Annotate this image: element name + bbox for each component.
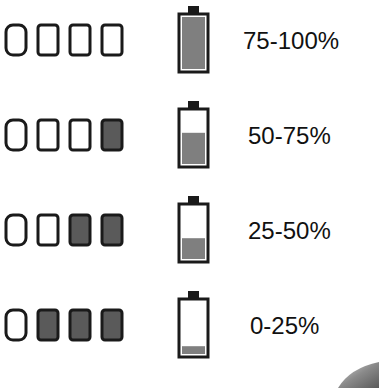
battery-body bbox=[179, 14, 208, 72]
charge-range: 50-75% bbox=[248, 122, 331, 150]
battery-charge bbox=[182, 17, 205, 69]
battery-charge bbox=[182, 133, 205, 164]
level-segment bbox=[6, 120, 26, 150]
battery-row bbox=[6, 6, 208, 72]
charge-range: 0-25% bbox=[250, 312, 319, 340]
level-segment bbox=[38, 310, 58, 340]
level-segment bbox=[102, 310, 122, 340]
level-segment bbox=[70, 120, 90, 150]
charge-range: 75-100% bbox=[243, 27, 339, 55]
level-segment bbox=[70, 25, 90, 55]
level-segment bbox=[6, 215, 26, 245]
level-segment bbox=[38, 120, 58, 150]
level-segment bbox=[70, 215, 90, 245]
battery-row bbox=[6, 291, 208, 357]
level-segment bbox=[102, 215, 122, 245]
level-segment bbox=[6, 25, 26, 55]
battery-body bbox=[179, 109, 208, 167]
battery-row bbox=[6, 196, 208, 262]
charge-range: 25-50% bbox=[248, 217, 331, 245]
level-segment bbox=[38, 25, 58, 55]
battery-body bbox=[179, 204, 208, 262]
level-segment bbox=[102, 120, 122, 150]
level-segment bbox=[70, 310, 90, 340]
level-segment bbox=[102, 25, 122, 55]
photo-fragment bbox=[338, 362, 379, 388]
battery-row bbox=[6, 101, 208, 167]
level-segment bbox=[6, 310, 26, 340]
level-segment bbox=[38, 215, 58, 245]
battery-body bbox=[179, 299, 208, 357]
battery-charge bbox=[182, 346, 205, 354]
battery-charge bbox=[182, 238, 205, 259]
